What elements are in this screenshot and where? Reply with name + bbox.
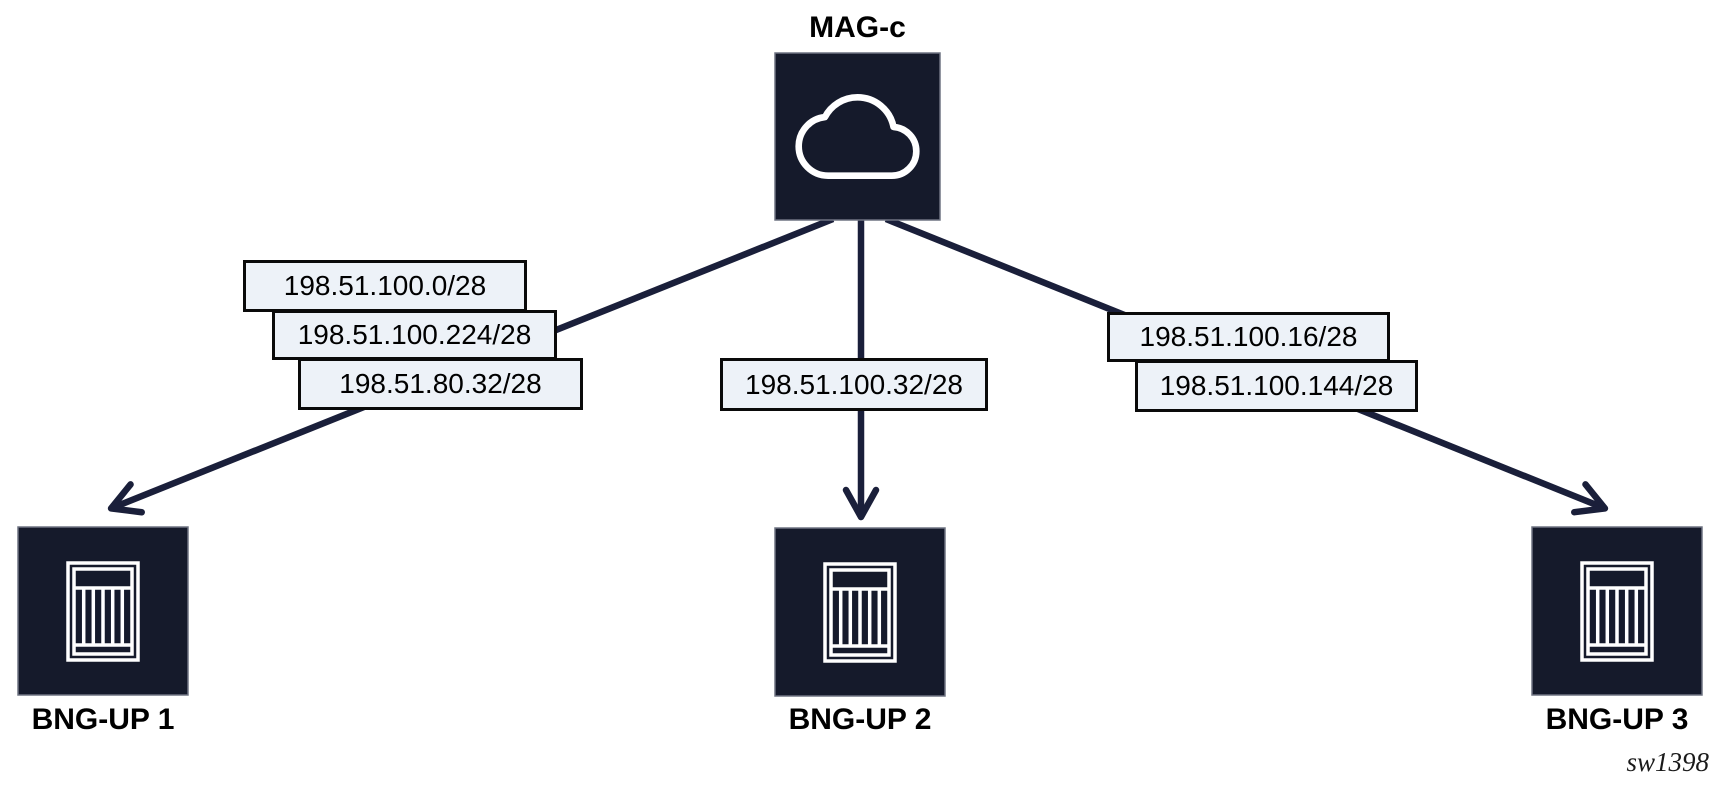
magc-node-label: MAG-c (809, 11, 906, 44)
ip-label-left-1: 198.51.100.0/28 (243, 260, 527, 312)
bngup3-node-label: BNG-UP 3 (1545, 703, 1689, 736)
bngup2-node-label: BNG-UP 2 (788, 703, 932, 736)
bngup1-node-label: BNG-UP 1 (31, 703, 175, 736)
ip-label-left-2: 198.51.100.224/28 (272, 310, 557, 360)
cloud-icon (795, 93, 920, 180)
ip-label-right-2: 198.51.100.144/28 (1135, 360, 1418, 412)
ip-label-middle-1: 198.51.100.32/28 (720, 358, 988, 411)
figure-id-watermark: sw1398 (1626, 747, 1709, 777)
ip-label-right-1: 198.51.100.16/28 (1107, 312, 1390, 362)
ip-label-left-3: 198.51.80.32/28 (298, 358, 583, 410)
